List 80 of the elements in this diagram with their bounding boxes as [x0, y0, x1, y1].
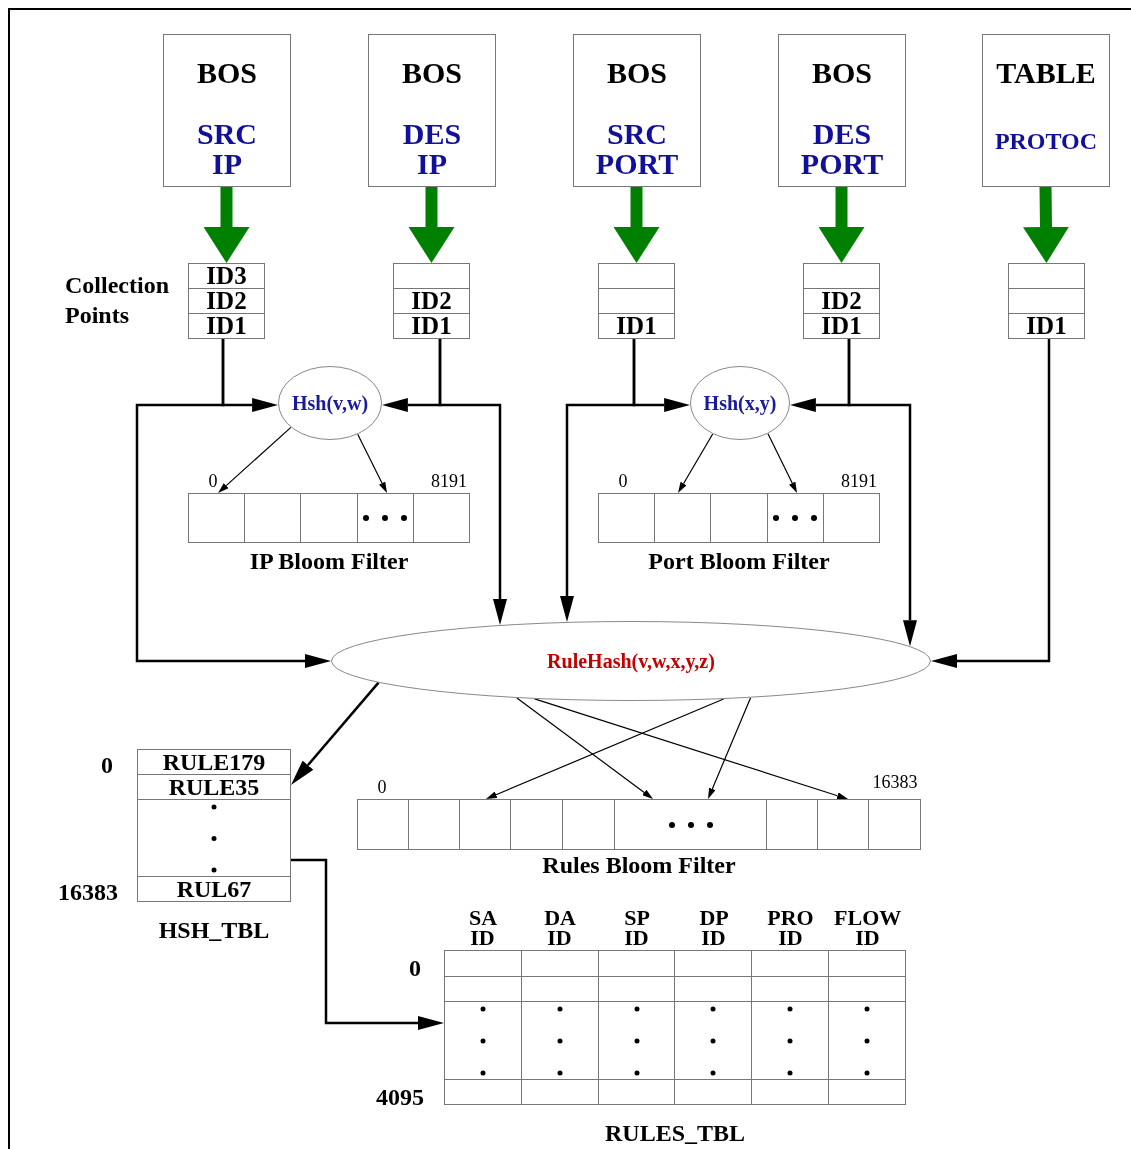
- box-heading: BOS: [197, 55, 257, 91]
- id-stack: [1008, 263, 1085, 339]
- id-label: ID2: [206, 289, 247, 313]
- id-label: ID1: [821, 314, 862, 338]
- id-stack: [803, 263, 880, 339]
- field-label: SRC PORT: [595, 119, 679, 179]
- arrow: [203, 187, 250, 263]
- arrow: [408, 187, 455, 263]
- filter-title: Port Bloom Filter: [648, 547, 830, 576]
- id-stack: [598, 263, 675, 339]
- field-box: [573, 34, 701, 187]
- hash-ellipse: [331, 621, 931, 701]
- table-title: RULES_TBL: [604, 1120, 746, 1146]
- box-heading: BOS: [607, 55, 667, 91]
- index-label: 4095: [376, 1085, 424, 1109]
- field-label: DES PORT: [800, 119, 884, 179]
- id-label: ID2: [411, 289, 452, 313]
- hash-label: RuleHash(v,w,x,y,z): [547, 649, 715, 673]
- field-box: [163, 34, 291, 187]
- hash-ellipse: [690, 366, 790, 440]
- index-label: 0: [618, 472, 628, 490]
- arrow: [560, 339, 636, 622]
- field-label: PROTOC: [994, 127, 1098, 156]
- index-label: 16383: [58, 880, 118, 904]
- box-heading: TABLE: [996, 55, 1096, 91]
- arrow: [291, 858, 444, 1030]
- id-label: ID2: [821, 289, 862, 313]
- arrow: [708, 697, 752, 800]
- index-label: 0: [101, 753, 113, 777]
- column-header: SA ID: [469, 908, 496, 948]
- filter-title: IP Bloom Filter: [249, 547, 409, 576]
- arrow: [485, 698, 725, 799]
- arrow: [767, 433, 798, 493]
- id-label: ID1: [1026, 314, 1067, 338]
- arrow: [931, 339, 1051, 668]
- id-label: ID3: [206, 264, 247, 288]
- arrow: [357, 433, 387, 494]
- hash-ellipse: [278, 366, 382, 440]
- field-box: [368, 34, 496, 187]
- hash-label: Hsh(x,y): [703, 391, 777, 415]
- hash-label: Hsh(v,w): [291, 391, 369, 415]
- id-stack: [188, 263, 265, 339]
- arrow: [516, 697, 654, 799]
- box-heading: BOS: [402, 55, 462, 91]
- arrow: [847, 339, 917, 647]
- arrow: [438, 339, 507, 625]
- box-heading: BOS: [812, 55, 872, 91]
- arrow: [1023, 186, 1069, 263]
- id-label: ID1: [206, 314, 247, 338]
- table-title: HSH_TBL: [158, 916, 270, 945]
- arrow: [291, 681, 380, 785]
- arrow: [135, 339, 331, 668]
- index-label: 8191: [841, 472, 877, 490]
- arrow: [613, 187, 660, 263]
- table-entry: RUL67: [176, 877, 252, 901]
- arrow: [818, 187, 865, 263]
- table-entry: RULE179: [162, 750, 266, 774]
- index-label: 0: [208, 472, 218, 490]
- index-label: 0: [377, 778, 387, 796]
- field-box: [778, 34, 906, 187]
- column-header: SP ID: [624, 908, 649, 948]
- field-box: [982, 34, 1110, 187]
- index-label: 0: [409, 956, 421, 980]
- id-label: ID1: [616, 314, 657, 338]
- field-label: DES IP: [402, 119, 462, 179]
- column-header: FLOW ID: [834, 908, 901, 948]
- column-header: PRO ID: [767, 908, 814, 948]
- column-header: DA ID: [544, 908, 575, 948]
- arrow: [678, 433, 714, 493]
- id-label: ID1: [411, 314, 452, 338]
- table-entry: RULE35: [168, 775, 260, 799]
- index-label: 8191: [431, 472, 467, 490]
- arrow: [534, 698, 848, 800]
- column-header: DP ID: [699, 908, 728, 948]
- side-label: Collection Points: [65, 271, 169, 330]
- id-stack: [393, 263, 470, 339]
- filter-title: Rules Bloom Filter: [542, 851, 736, 880]
- index-label: 16383: [872, 773, 918, 791]
- field-label: SRC IP: [197, 119, 257, 179]
- arrow: [218, 426, 292, 493]
